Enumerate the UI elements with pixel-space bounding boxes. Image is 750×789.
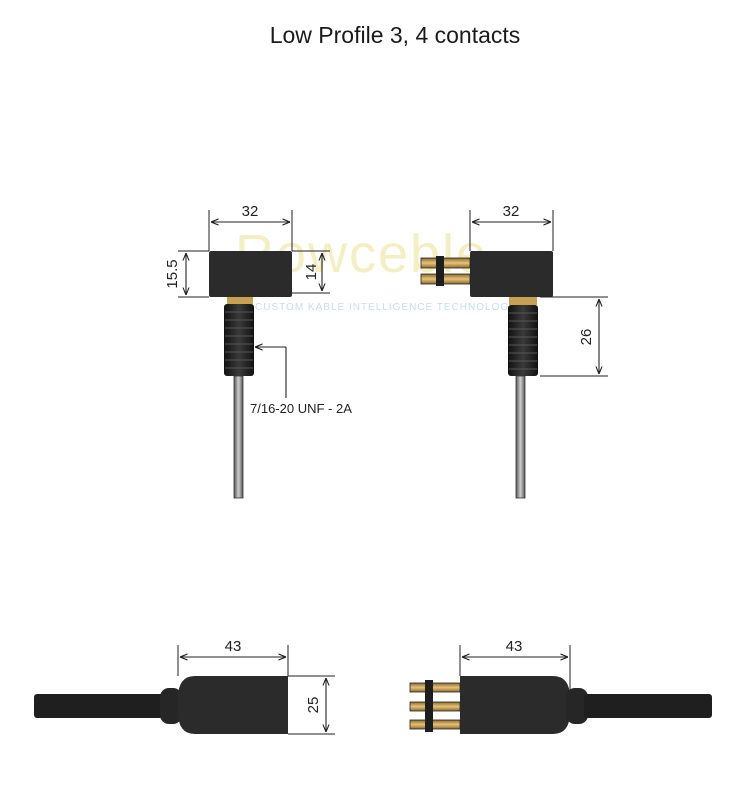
bottom-right-strain-relief [566, 688, 588, 724]
bottom-left-body [178, 676, 288, 734]
bottom-right-pin-collar [425, 680, 433, 732]
watermark-tagline: CUSTOM KABLE INTELLIGENCE TECHNOLOGY [255, 302, 517, 313]
left-brass-ring [227, 297, 253, 304]
dim-bottom-left-height: 25 [305, 697, 322, 714]
thread-spec-callout: 7/16-20 UNF - 2A [250, 401, 352, 416]
bottom-right-body [460, 676, 570, 734]
dim-right-thread-length: 26 [578, 329, 595, 346]
bottom-right-pin-3 [409, 719, 461, 730]
dim-bottom-right-length: 43 [506, 638, 523, 655]
bottom-left-view: 43 25 [34, 638, 335, 735]
left-threaded-nut [224, 304, 254, 376]
bottom-right-pin-2 [409, 701, 461, 712]
right-thread-lines [509, 312, 537, 370]
dim-left-width: 32 [242, 203, 259, 220]
left-cable [233, 375, 244, 499]
dim-left-height: 15.5 [164, 259, 181, 288]
bottom-right-pin-1 [409, 682, 461, 693]
bottom-right-cable [584, 694, 712, 718]
right-threaded-nut [508, 305, 538, 376]
left-side-view: 32 15.5 14 7/16-20 UNF - 2A [164, 203, 352, 499]
dim-left-inner-height: 14 [303, 264, 320, 281]
dim-bottom-left-length: 43 [225, 638, 242, 655]
right-side-view: 32 26 [420, 203, 608, 499]
bottom-right-view: 43 [409, 638, 712, 734]
left-connector-body [209, 251, 292, 297]
bottom-left-strain-relief [160, 688, 182, 724]
page-title: Low Profile 3, 4 contacts [269, 22, 521, 48]
right-brass-ring [509, 297, 537, 305]
left-thread-lines [225, 311, 253, 369]
right-cable [515, 375, 526, 499]
bottom-left-cable [34, 694, 164, 718]
right-connector-body [470, 251, 553, 297]
dim-right-width: 32 [503, 203, 520, 220]
right-pin-bottom [420, 273, 471, 285]
right-pin-collar [436, 256, 444, 286]
right-pin-top [420, 257, 471, 269]
